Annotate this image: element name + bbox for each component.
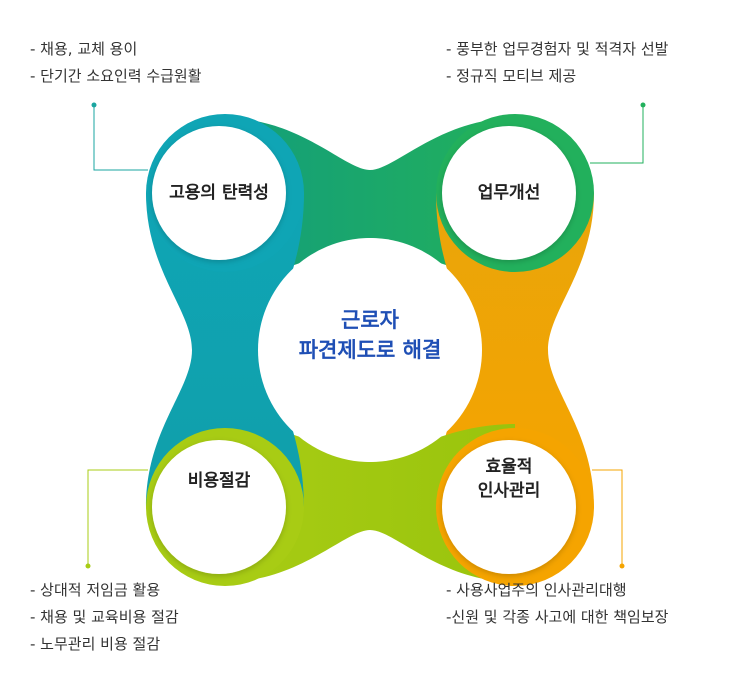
- node-label-top-right: 업무개선: [477, 183, 541, 203]
- center-title-line1: 근로자: [341, 308, 399, 332]
- note-item: - 풍부한 업무경험자 및 적격자 선발: [446, 40, 669, 58]
- note-item: -신원 및 각종 사고에 대한 책임보장: [446, 608, 669, 626]
- note-item: - 상대적 저임금 활용: [30, 581, 161, 599]
- node-label-top-left: 고용의 탄력성: [169, 183, 269, 203]
- note-item: - 정규직 모티브 제공: [446, 67, 577, 85]
- note-item: - 노무관리 비용 절감: [30, 635, 161, 653]
- center-title: 근로자 파견제도로 해결: [270, 305, 470, 365]
- note-top-left: - 채용, 교체 용이 - 단기간 소요인력 수급원활: [30, 36, 202, 90]
- leader-dot-bottom-left: [85, 563, 91, 569]
- connector-left: [146, 193, 304, 507]
- note-bottom-right: - 사용사업주의 인사관리대행 -신원 및 각종 사고에 대한 책임보장: [446, 577, 668, 631]
- center-title-line2: 파견제도로 해결: [298, 338, 442, 362]
- node-bottom-right: [442, 440, 576, 574]
- note-item: - 사용사업주의 인사관리대행: [446, 581, 627, 599]
- center-circle: [258, 238, 482, 462]
- node-bottom-left: [152, 440, 286, 574]
- node-top-right: [442, 126, 576, 260]
- note-item: - 단기간 소요인력 수급원활: [30, 67, 202, 85]
- leader-top-left: [93, 105, 148, 171]
- note-item: - 채용, 교체 용이: [30, 40, 138, 58]
- node-label-bottom-right: 효율적 인사관리: [477, 457, 541, 501]
- note-item: - 채용 및 교육비용 절감: [30, 608, 179, 626]
- note-top-right: - 풍부한 업무경험자 및 적격자 선발 - 정규직 모티브 제공: [446, 36, 668, 90]
- leader-top-right: [590, 105, 644, 164]
- node-label-bottom-left: 비용절감: [187, 471, 251, 491]
- note-bottom-left: - 상대적 저임금 활용 - 채용 및 교육비용 절감 - 노무관리 비용 절감: [30, 577, 179, 658]
- leader-dot-top-right: [640, 102, 646, 108]
- leader-dot-bottom-right: [619, 563, 625, 569]
- node-top-left: [152, 126, 286, 260]
- leader-bottom-right: [592, 469, 623, 566]
- leader-dot-top-left: [91, 102, 97, 108]
- leader-bottom-left: [87, 469, 148, 566]
